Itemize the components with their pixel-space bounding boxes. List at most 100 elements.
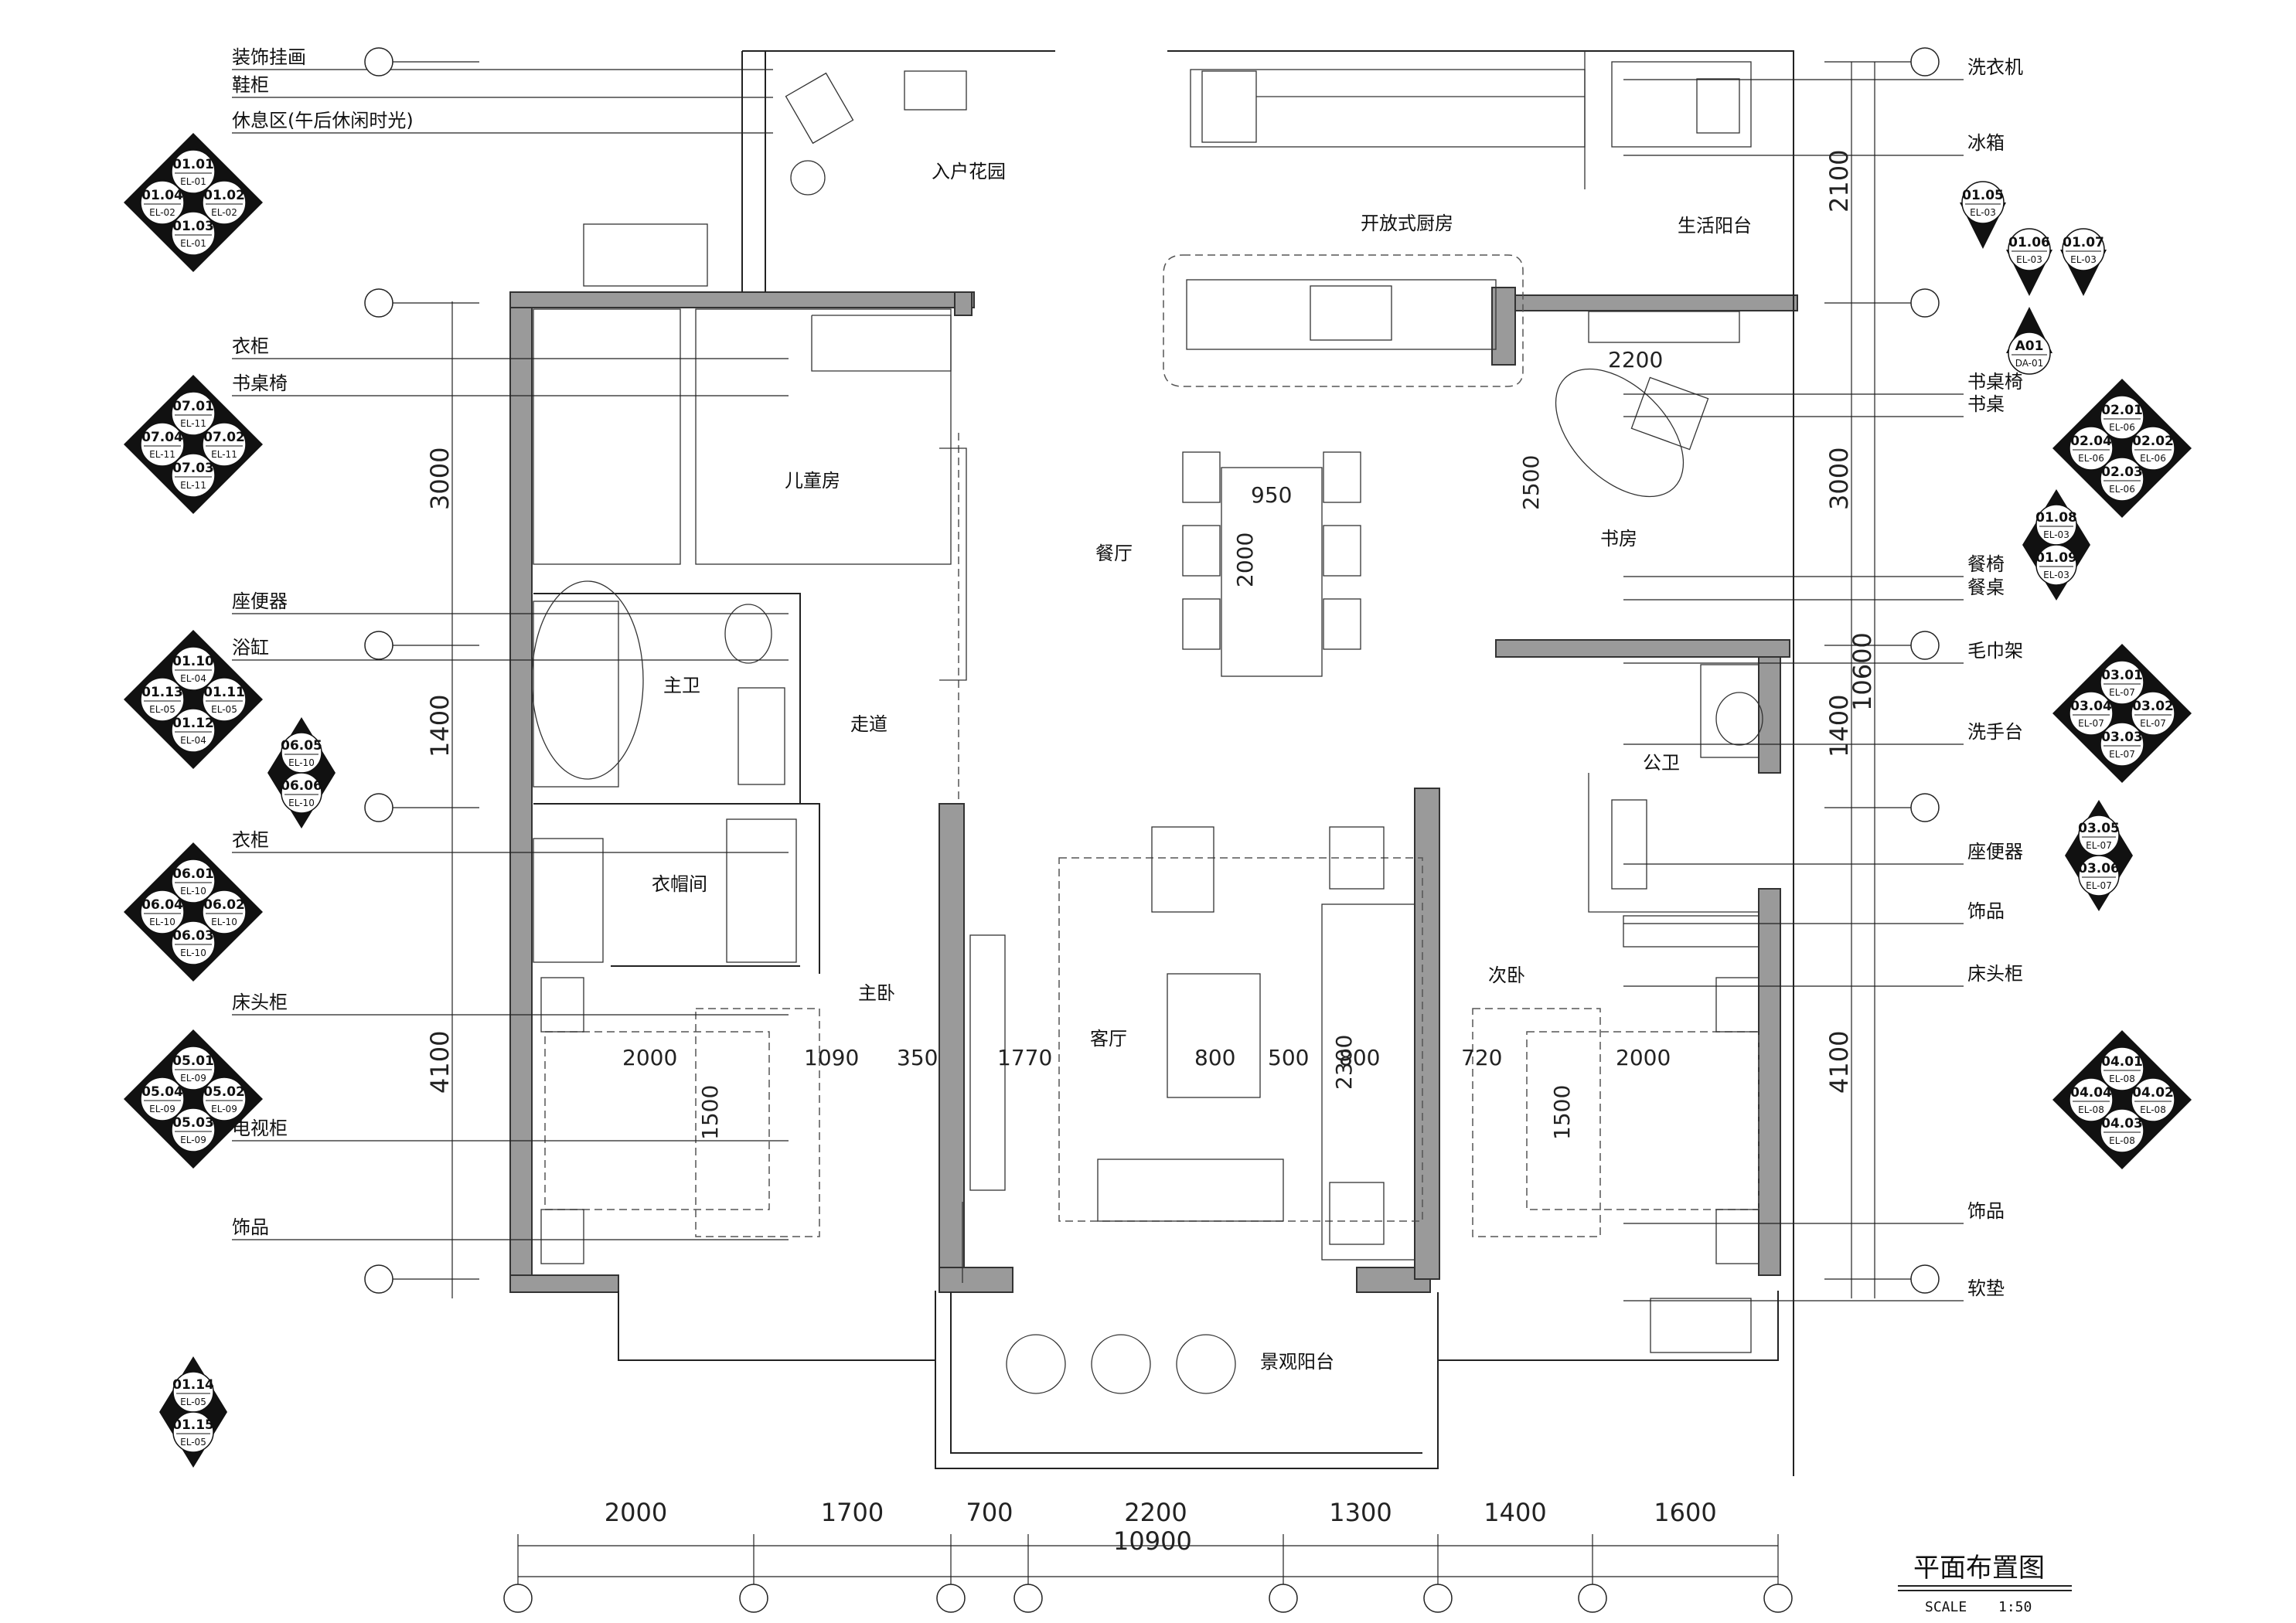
svg-text:EL-07: EL-07: [2109, 749, 2135, 760]
room-master-bath: 主卫: [663, 675, 700, 696]
svg-text:EL-01: EL-01: [180, 238, 206, 249]
axis-bubble: [1910, 288, 1940, 318]
bottom-dim-3: 2200: [1124, 1498, 1187, 1527]
wall-west: [509, 291, 533, 1291]
left-callout-label: 书桌椅: [232, 373, 288, 394]
axis-bubble: [1423, 1584, 1453, 1613]
svg-text:EL-08: EL-08: [2140, 1104, 2166, 1115]
grid-axis-bubbles: [364, 47, 1940, 1613]
room-service-balcony: 生活阳台: [1678, 215, 1752, 236]
right-callout-label: 书桌: [1967, 393, 2005, 415]
svg-text:A01: A01: [2015, 339, 2044, 354]
axis-bubble: [364, 288, 393, 318]
svg-text:06.05: 06.05: [281, 738, 322, 754]
dim-master-bed-width: 1500: [697, 1085, 723, 1140]
svg-text:01.07: 01.07: [2063, 235, 2104, 250]
svg-text:04.03: 04.03: [2101, 1116, 2143, 1131]
svg-text:06.02: 06.02: [203, 897, 245, 913]
left-dim-4100: 4100: [425, 1031, 455, 1094]
dim-gap-720: 720: [1461, 1045, 1502, 1070]
right-callout-label: 洗衣机: [1967, 56, 2023, 78]
svg-text:EL-03: EL-03: [2016, 254, 2042, 265]
axis-bubble: [739, 1584, 768, 1613]
svg-text:01.02: 01.02: [203, 188, 245, 203]
axis-bubble: [1013, 1584, 1043, 1613]
svg-text:EL-10: EL-10: [288, 757, 315, 768]
room-kids: 儿童房: [785, 470, 840, 492]
svg-text:EL-04: EL-04: [180, 673, 206, 684]
svg-text:07.01: 07.01: [172, 399, 214, 414]
right-dim-4100: 4100: [1824, 1031, 1854, 1094]
bottom-dim-1: 1700: [821, 1498, 884, 1527]
svg-text:02.01: 02.01: [2101, 403, 2143, 418]
bottom-dim-6: 1600: [1654, 1498, 1716, 1527]
svg-text:03.04: 03.04: [2070, 699, 2112, 714]
axis-bubble: [364, 47, 393, 77]
room-entry-garden: 入户花园: [932, 161, 1006, 182]
dim-gap-1090: 1090: [804, 1045, 859, 1070]
room-corridor: 走道: [850, 713, 887, 735]
dimension-lines: [451, 62, 1875, 1577]
svg-text:01.15: 01.15: [172, 1417, 214, 1433]
svg-text:01.09: 01.09: [2035, 550, 2077, 566]
svg-text:06.03: 06.03: [172, 928, 214, 944]
room-public-bath: 公卫: [1643, 752, 1680, 774]
left-dim-1400: 1400: [425, 695, 455, 757]
svg-text:EL-09: EL-09: [180, 1135, 206, 1145]
dim-kitchen-island: 2200: [1608, 347, 1663, 373]
right-dim-1400: 1400: [1824, 695, 1854, 757]
svg-text:01.11: 01.11: [203, 685, 245, 700]
title-block: 平面布置图 SCALE 1:50: [1898, 1553, 2072, 1615]
svg-text:02.04: 02.04: [2070, 434, 2112, 449]
svg-text:01.14: 01.14: [172, 1377, 214, 1393]
bottom-dim-4: 1300: [1329, 1498, 1392, 1527]
svg-text:02.03: 02.03: [2101, 464, 2143, 480]
room-living: 客厅: [1090, 1028, 1127, 1050]
dim-study-wall: 2500: [1518, 455, 1544, 510]
svg-text:EL-02: EL-02: [211, 207, 237, 218]
svg-text:EL-03: EL-03: [2070, 254, 2097, 265]
svg-text:01.06: 01.06: [2008, 235, 2050, 250]
dim-sofa-width: 800: [1339, 1045, 1380, 1070]
dim-sofa-length: 2300: [1331, 1035, 1357, 1090]
svg-text:EL-11: EL-11: [180, 418, 206, 429]
right-callout-label: 书桌椅: [1967, 371, 2023, 393]
svg-text:EL-03: EL-03: [1970, 207, 1996, 218]
wall-second-west: [1414, 788, 1440, 1280]
room-cloakroom: 衣帽间: [652, 873, 707, 895]
svg-text:06.06: 06.06: [281, 778, 322, 794]
svg-text:EL-07: EL-07: [2086, 840, 2112, 851]
svg-text:01.10: 01.10: [172, 654, 214, 669]
dim-coffee-table: 800: [1194, 1045, 1235, 1070]
svg-text:EL-05: EL-05: [180, 1437, 206, 1448]
wall-master-bottom-left: [509, 1274, 619, 1293]
right-callout-label: 洗手台: [1967, 721, 2023, 743]
wall-east: [1758, 888, 1781, 1276]
dim-table-width: 950: [1251, 482, 1292, 508]
svg-text:EL-09: EL-09: [211, 1104, 237, 1114]
svg-text:EL-10: EL-10: [149, 917, 175, 927]
right-callout-label: 床头柜: [1967, 963, 2023, 985]
right-dim-total: 10600: [1848, 632, 1877, 711]
svg-text:03.06: 03.06: [2078, 861, 2120, 876]
room-view-balcony: 景观阳台: [1260, 1351, 1334, 1373]
svg-text:05.02: 05.02: [203, 1084, 245, 1100]
right-dim-2100: 2100: [1824, 150, 1854, 213]
svg-text:01.12: 01.12: [172, 716, 214, 731]
right-callout-label: 饰品: [1967, 1200, 2005, 1222]
left-callout-label: 衣柜: [232, 335, 269, 357]
svg-text:01.05: 01.05: [1962, 188, 2004, 203]
wall-master-east: [938, 803, 965, 1280]
bottom-dim-5: 1400: [1484, 1498, 1546, 1527]
right-callout-label: 餐桌: [1967, 577, 2005, 598]
wall-study-top: [1495, 294, 1798, 311]
